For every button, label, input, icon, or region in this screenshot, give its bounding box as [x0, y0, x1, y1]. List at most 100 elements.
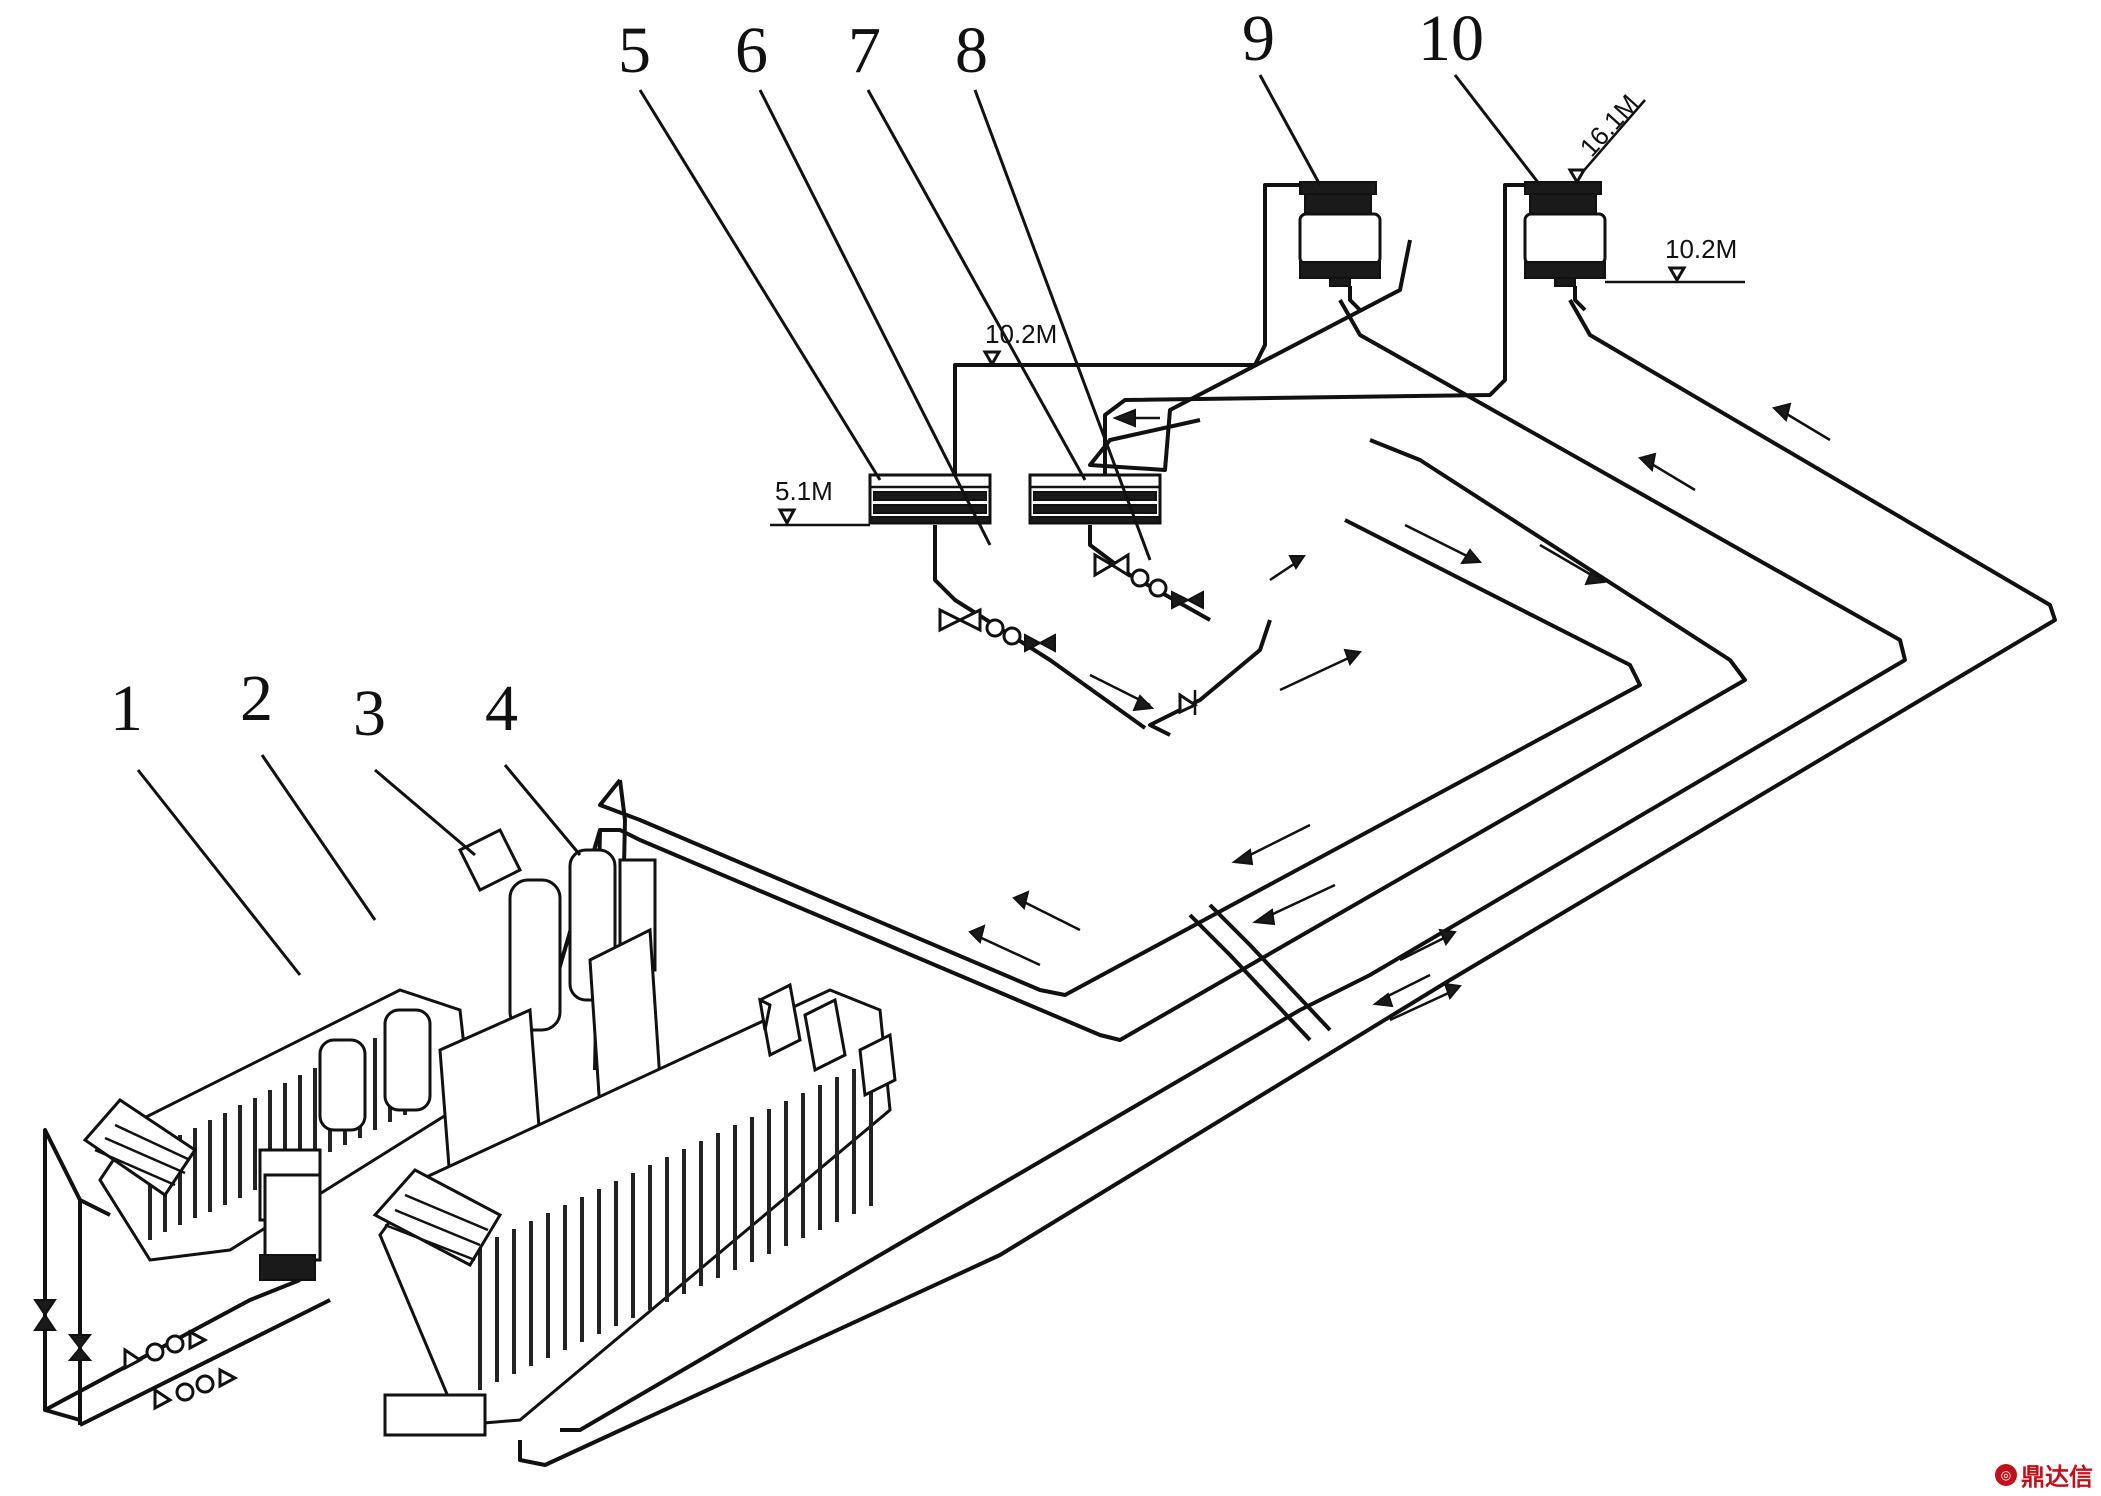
- pipe-tank5-to-tower9: [953, 183, 1330, 500]
- cooling-tower-icon: [1298, 181, 1382, 287]
- callout-4: 4: [485, 672, 518, 745]
- bushing-a1: [318, 1038, 367, 1132]
- bushing-b2: [803, 997, 847, 1073]
- pipe-loop-a: [548, 438, 1747, 1042]
- callout-2: 2: [240, 662, 273, 735]
- bushing-b1: [758, 982, 802, 1058]
- elevation-label-lower-tank: 5.1M: [775, 476, 833, 506]
- elevation-tower10-base: 10.2M: [1605, 234, 1745, 284]
- callout-labels: 1 2 3 4 5 6 7 8 9 10: [110, 2, 1484, 750]
- flow-arrow-icon: [1112, 408, 1160, 428]
- valve-icon: [1024, 633, 1056, 653]
- pipe-network: [43, 183, 2057, 1467]
- leader-7: [866, 89, 1087, 481]
- valve-icon: [1130, 568, 1168, 598]
- valve-icon: [1178, 690, 1199, 715]
- pipe-return-top: [1088, 239, 1412, 472]
- callout-6: 6: [735, 14, 768, 87]
- frame-b: [758, 997, 772, 1031]
- leader-2: [260, 754, 377, 921]
- elevation-marker-icon: [1567, 168, 1587, 185]
- pipe-left-feed-2: [44, 1278, 301, 1412]
- pipe-main-outer: [518, 299, 2057, 1467]
- pipe-left-return-b: [78, 1198, 111, 1425]
- pipe-tank8-to-tower10: [1103, 183, 1565, 480]
- watermark-text: 鼎达信: [2021, 1463, 2093, 1491]
- flow-arrow-icon: [1269, 555, 1306, 582]
- bushing-a3: [508, 878, 562, 1032]
- logo-icon: ◎: [1995, 1463, 2017, 1486]
- flow-arrow-icon: [1638, 452, 1696, 492]
- transformer-b: [372, 982, 897, 1437]
- flow-arrow-icon: [1012, 890, 1081, 932]
- watermark-logo: ◎ 鼎达信: [1995, 1457, 2093, 1492]
- valve-icon: [1171, 590, 1204, 610]
- pipe-main-inner: [560, 299, 1907, 1432]
- valve-icon: [123, 1329, 209, 1371]
- pipe-loop-b: [598, 518, 1642, 997]
- flow-arrow-icon: [1772, 402, 1831, 442]
- callout-5: 5: [618, 14, 651, 87]
- flow-arrow-icon: [1089, 673, 1155, 712]
- elevation-marker-icon: [1667, 266, 1687, 283]
- leader-1: [136, 769, 302, 976]
- pipe-branch: [1148, 619, 1272, 737]
- flow-arrow-icon: [968, 924, 1041, 967]
- leader-8: [973, 89, 1152, 561]
- flow-arrows: [968, 402, 1831, 1022]
- flow-arrow-icon: [1372, 973, 1431, 1008]
- cooling-tower-9: [1298, 181, 1382, 312]
- base-block-a: [263, 1173, 322, 1262]
- leader-4: [503, 764, 582, 856]
- pipe-tank8-outlet: [1088, 525, 1211, 622]
- leader-9: [1258, 74, 1322, 186]
- callout-7: 7: [848, 14, 881, 87]
- valve-icon: [33, 1299, 57, 1331]
- pipe-cross: [1188, 913, 1312, 1042]
- callout-8: 8: [955, 14, 988, 87]
- flow-arrow-icon: [1231, 823, 1311, 866]
- pipe-cross-2: [1208, 903, 1332, 1032]
- cooling-tower-10: [1523, 181, 1607, 312]
- valve-icon: [1093, 552, 1130, 578]
- callout-1: 1: [110, 672, 143, 745]
- valve-icon: [153, 1367, 239, 1411]
- flow-arrow-icon: [1539, 543, 1607, 586]
- leader-10: [1453, 74, 1542, 186]
- frame-a: [457, 827, 523, 893]
- flow-arrow-icon: [1399, 928, 1457, 962]
- elevation-label-tower9-top: 16.1M: [1574, 88, 1645, 162]
- flow-arrow-icon: [1389, 982, 1462, 1022]
- leader-3: [374, 768, 476, 857]
- transformer-icon: [372, 982, 897, 1437]
- pipe-tank5-outlet: [933, 525, 1147, 730]
- leader-5: [638, 89, 882, 481]
- leader-6: [758, 89, 992, 546]
- flow-arrow-icon: [1404, 523, 1483, 565]
- radiator-bank-b1: [478, 1061, 873, 1390]
- elevation-label-tower10-base: 10.2M: [1665, 234, 1737, 264]
- valve-icon: [938, 607, 982, 633]
- elevation-lower-tank: 5.1M: [770, 476, 870, 527]
- valve-icon: [985, 618, 1022, 646]
- flow-arrow-icon: [1252, 883, 1336, 926]
- elevation-label-upper-tank: 10.2M: [985, 319, 1057, 349]
- callout-10: 10: [1418, 2, 1484, 75]
- valve-string-tank5: [938, 607, 1199, 715]
- tank-5: [868, 473, 992, 525]
- conservator-cap-a: [82, 1098, 198, 1198]
- callout-leaders: [136, 74, 1542, 976]
- valve-string-left: [33, 1299, 239, 1411]
- cooling-tower-icon: [1523, 181, 1607, 287]
- pipe-left-return-a: [43, 1128, 82, 1422]
- elevation-marker-icon: [982, 350, 1002, 367]
- elevation-tower9-top: 16.1M: [1567, 88, 1646, 185]
- callout-3: 3: [353, 677, 386, 750]
- pipe-left-feed: [79, 1298, 331, 1427]
- flow-arrow-icon: [1279, 648, 1362, 692]
- bushing-a2: [383, 1008, 432, 1112]
- valve-string-tank8: [1093, 552, 1204, 610]
- valve-icon: [67, 1334, 93, 1361]
- base-block-b: [383, 1393, 487, 1437]
